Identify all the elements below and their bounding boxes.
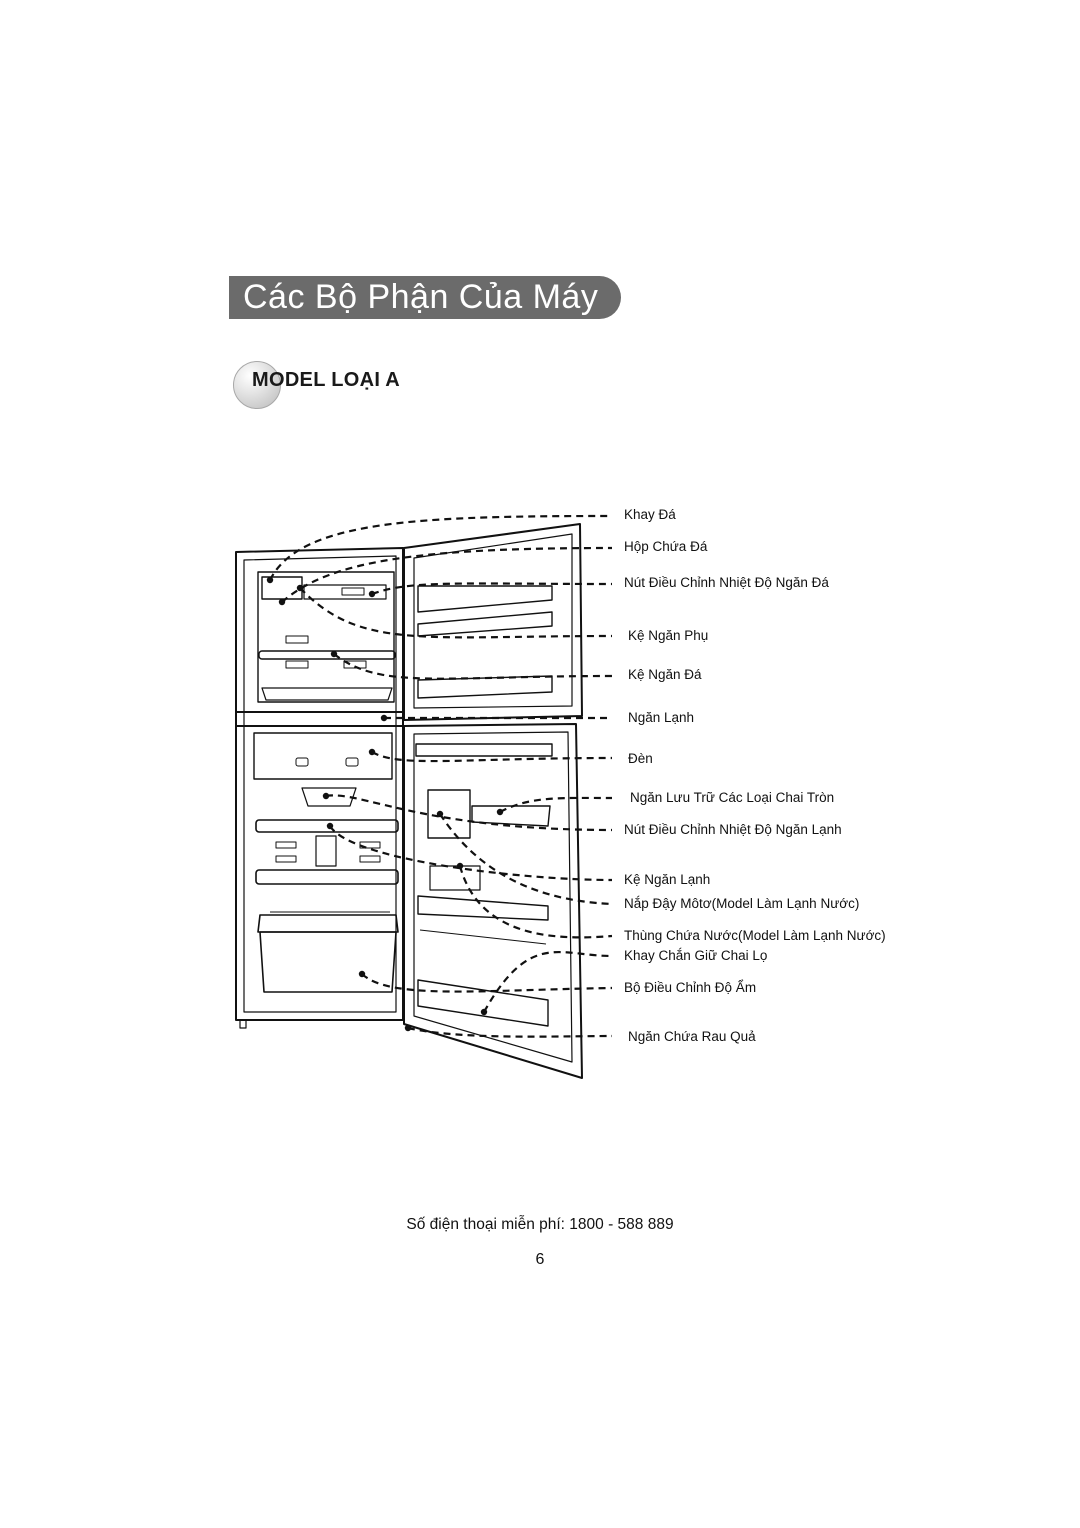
label-round-bottle-storage: Ngăn Lưu Trữ Các Loại Chai Tròn: [630, 790, 835, 805]
label-motor-cover: Nắp Đậy Môtơ(Model Làm Lạnh Nước): [624, 896, 860, 911]
fridge-body: [235, 523, 583, 1079]
footer-phone: Số điện thoại miễn phí: 1800 - 588 889: [406, 1216, 674, 1233]
label-humidity-control: Bộ Điều Chỉnh Độ Ẩm: [624, 980, 757, 995]
label-fridge-compartment: Ngăn Lạnh: [628, 710, 695, 725]
label-fridge-temp-control: Nút Điều Chỉnh Nhiệt Độ Ngăn Lạnh: [624, 822, 842, 837]
title-banner: [229, 276, 621, 319]
label-freezer-shelf: Kệ Ngăn Đá: [628, 667, 702, 682]
leader-dots: [266, 576, 504, 1032]
page-title: Các Bộ Phận Của Máy: [243, 278, 599, 316]
label-vegetable-crisper: Ngăn Chứa Rau Quả: [628, 1029, 756, 1044]
leader-lines: [269, 514, 613, 1038]
label-bottle-guard: Khay Chắn Giữ Chai Lọ: [624, 948, 768, 963]
label-water-tank: Thùng Chứa Nước(Model Làm Lạnh Nước): [624, 928, 886, 943]
label-lamp: Đèn: [628, 751, 653, 766]
model-badge-icon: [233, 361, 281, 409]
model-heading: MODEL LOẠI A: [252, 369, 401, 391]
label-ice-bin: Hộp Chứa Đá: [624, 539, 708, 554]
page-number: 6: [535, 1251, 545, 1268]
label-ice-tray: Khay Đá: [624, 507, 676, 522]
label-fridge-shelf: Kệ Ngăn Lạnh: [624, 872, 711, 887]
label-freezer-temp-control: Nút Điều Chỉnh Nhiệt Độ Ngăn Đá: [624, 575, 829, 590]
label-auxiliary-shelf: Kệ Ngăn Phụ: [628, 628, 709, 643]
